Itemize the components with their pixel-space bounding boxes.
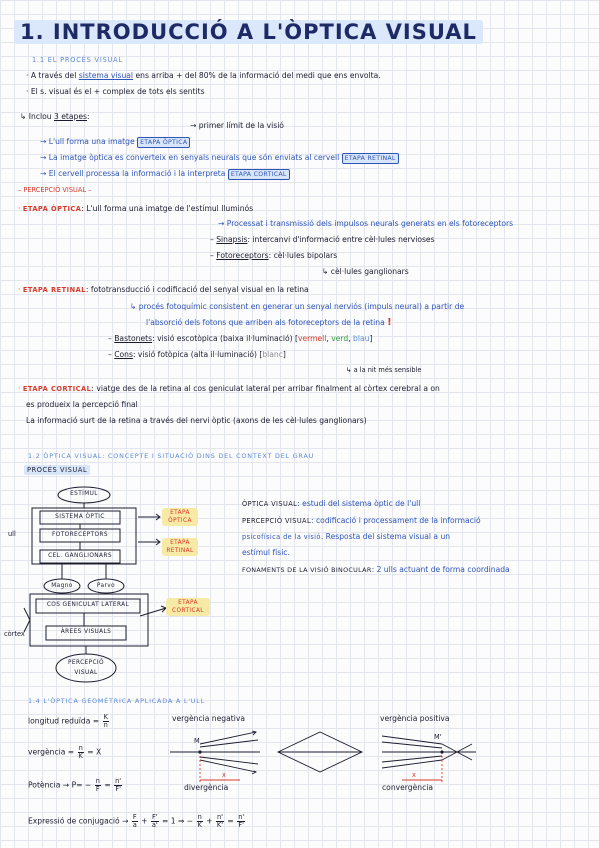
percepcio-heading: – PERCEPCIÓ VISUAL – <box>18 186 92 194</box>
etapa-retinal-tag: ETAPA RETINAL <box>341 153 399 164</box>
x-label-negative: x <box>222 771 226 779</box>
m-point-label: M <box>194 737 200 745</box>
nit-note: ↳ a la nit més sensible <box>346 366 422 374</box>
arees-visuals-box <box>45 625 127 641</box>
arrow-icon: → <box>218 219 227 228</box>
divergencia-label: divergència <box>184 783 229 792</box>
arrow-hook-icon: ↳ <box>322 267 331 276</box>
def-percepcio-visual-2: psicofísica de la visió. Resposta del si… <box>242 532 451 541</box>
percepcio-node <box>55 653 117 683</box>
cos-geniculat-box <box>35 598 141 614</box>
percepcio-label-2: VISUAL <box>74 670 98 676</box>
exclamation-icon: ! <box>387 317 392 328</box>
bullet-dot-icon: · <box>26 87 31 96</box>
ull-label: ull <box>8 530 16 538</box>
stage-3-line: → El cervell processa la informació i la… <box>40 169 290 180</box>
cos-geniculat-label: COS GENICULAT LATERAL <box>46 602 130 608</box>
arrow-icon: → <box>40 153 49 162</box>
def-percepcio-visual: PERCEPCIÓ VISUAL: codificació i processa… <box>242 516 481 525</box>
page-title-text: 1. INTRODUCCIÓ A L'ÒPTICA VISUAL <box>14 20 483 44</box>
first-limit-note: → primer límit de la visió <box>190 121 284 130</box>
def-optica-visual: ÒPTICA VISUAL: estudi del sistema òptic … <box>242 499 421 508</box>
proces-visual-label: PROCÉS VISUAL <box>24 465 91 475</box>
page-title: 1. INTRODUCCIÓ A L'ÒPTICA VISUAL <box>14 20 483 44</box>
etapa-cortical-tag: ETAPA CORTICAL <box>227 169 290 180</box>
sistema-visual-highlight: sistema visual <box>78 71 134 80</box>
cortex-label: còrtex <box>4 630 25 638</box>
process-diagram <box>23 486 167 683</box>
etapa-retinal-line: · ETAPA RETINAL: fototransducció i codif… <box>18 285 309 294</box>
bullet-1: · A través del sistema visual ens arriba… <box>26 71 381 80</box>
magno-label: Magno <box>51 583 73 589</box>
etapa-optica-line: · ETAPA ÒPTICA: L'ull forma una imatge d… <box>18 204 254 213</box>
arees-visuals-label: ÀREES VISUALS <box>60 629 112 635</box>
arrow-icon: → <box>40 137 49 146</box>
stage-1-line: → L'ull forma una imatge ETAPA ÒPTICA <box>40 137 191 148</box>
section-1-2-heading: 1.2 ÒPTICA VISUAL: CONCEPTE I SITUACIÓ D… <box>28 452 315 460</box>
x-label-positive: x <box>412 771 416 779</box>
section-1-4-heading: 1.4 L'ÒPTICA GEOMÈTRICA APLICADA A L'ULL <box>28 697 205 705</box>
bullet-2: · El s. visual és el + complex de tots e… <box>26 87 205 96</box>
etapa-optica-tag: ETAPA ÒPTICA <box>137 137 191 148</box>
sistema-optic-label: SISTEMA ÒPTIC <box>55 514 105 520</box>
vergencia-positiva-title: vergència positiva <box>380 714 450 723</box>
convergencia-label: convergència <box>382 783 434 792</box>
sinapsis-line: – Sinapsis: intercanvi d'informació entr… <box>210 235 435 244</box>
parvo-label: Parvo <box>96 583 116 589</box>
def-binocular: FONAMENTS DE LA VISIÓ BINOCULAR: 2 ulls … <box>242 565 510 574</box>
arrow-hook-icon: ↳ <box>130 302 139 311</box>
cons-line: – Cons: visió fotòpica (alta il·luminaci… <box>108 350 286 359</box>
ull-group-box <box>31 507 137 565</box>
section-1-1-heading: 1.1 EL PROCÉS VISUAL <box>32 56 123 64</box>
ganglionars-line: ↳ cèl·lules ganglionars <box>322 267 409 276</box>
arrow-icon: → <box>40 169 49 178</box>
bullet-dot-icon: · <box>26 71 31 80</box>
cortical-line-2: es produeix la percepció final <box>26 400 138 409</box>
fotoreceptors-label: FOTORECEPTORS <box>52 532 108 538</box>
def-percepcio-visual-3: estímul físic. <box>242 548 290 557</box>
bastonets-line: – Bastonets: visió escotòpica (baixa il·… <box>108 334 373 343</box>
cel-ganglionars-label: CEL. GANGLIONARS <box>48 553 112 559</box>
proces-fotoquimic-line: ↳ procés fotoquímic consistent en genera… <box>130 302 465 311</box>
fotoreceptors-line: – Fotoreceptors: cèl·lules bipolars <box>210 251 338 260</box>
processat-line: → Processat i transmissió dels impulsos … <box>218 219 514 228</box>
absorcio-line: l'absorció dels fotons que arriben als f… <box>146 317 392 328</box>
stage-2-line: → La imatge òptica es converteix en seny… <box>40 153 399 164</box>
arrow-hook-icon: ↳ <box>20 112 29 121</box>
cortex-bracket <box>23 607 31 633</box>
stages-intro: ↳ Inclou 3 etapes: <box>20 112 90 121</box>
arrow-icon: → <box>190 121 199 130</box>
arrow-icon: → <box>122 816 129 826</box>
etapa-cortical-line: · ETAPA CORTICAL: viatge des de la retin… <box>18 384 440 393</box>
arrow-icon: → <box>62 780 70 790</box>
arrow-hook-icon: ↳ <box>346 366 354 374</box>
percepcio-label-1: PERCEPCIÓ <box>67 660 105 666</box>
cortical-line-3: La informació surt de la retina a través… <box>26 416 367 425</box>
estimul-label: ESTÍMUL <box>70 491 98 497</box>
vergencia-negativa-title: vergència negativa <box>172 714 246 723</box>
vergence-sketches <box>170 730 476 784</box>
m-prime-label: M' <box>434 733 442 741</box>
